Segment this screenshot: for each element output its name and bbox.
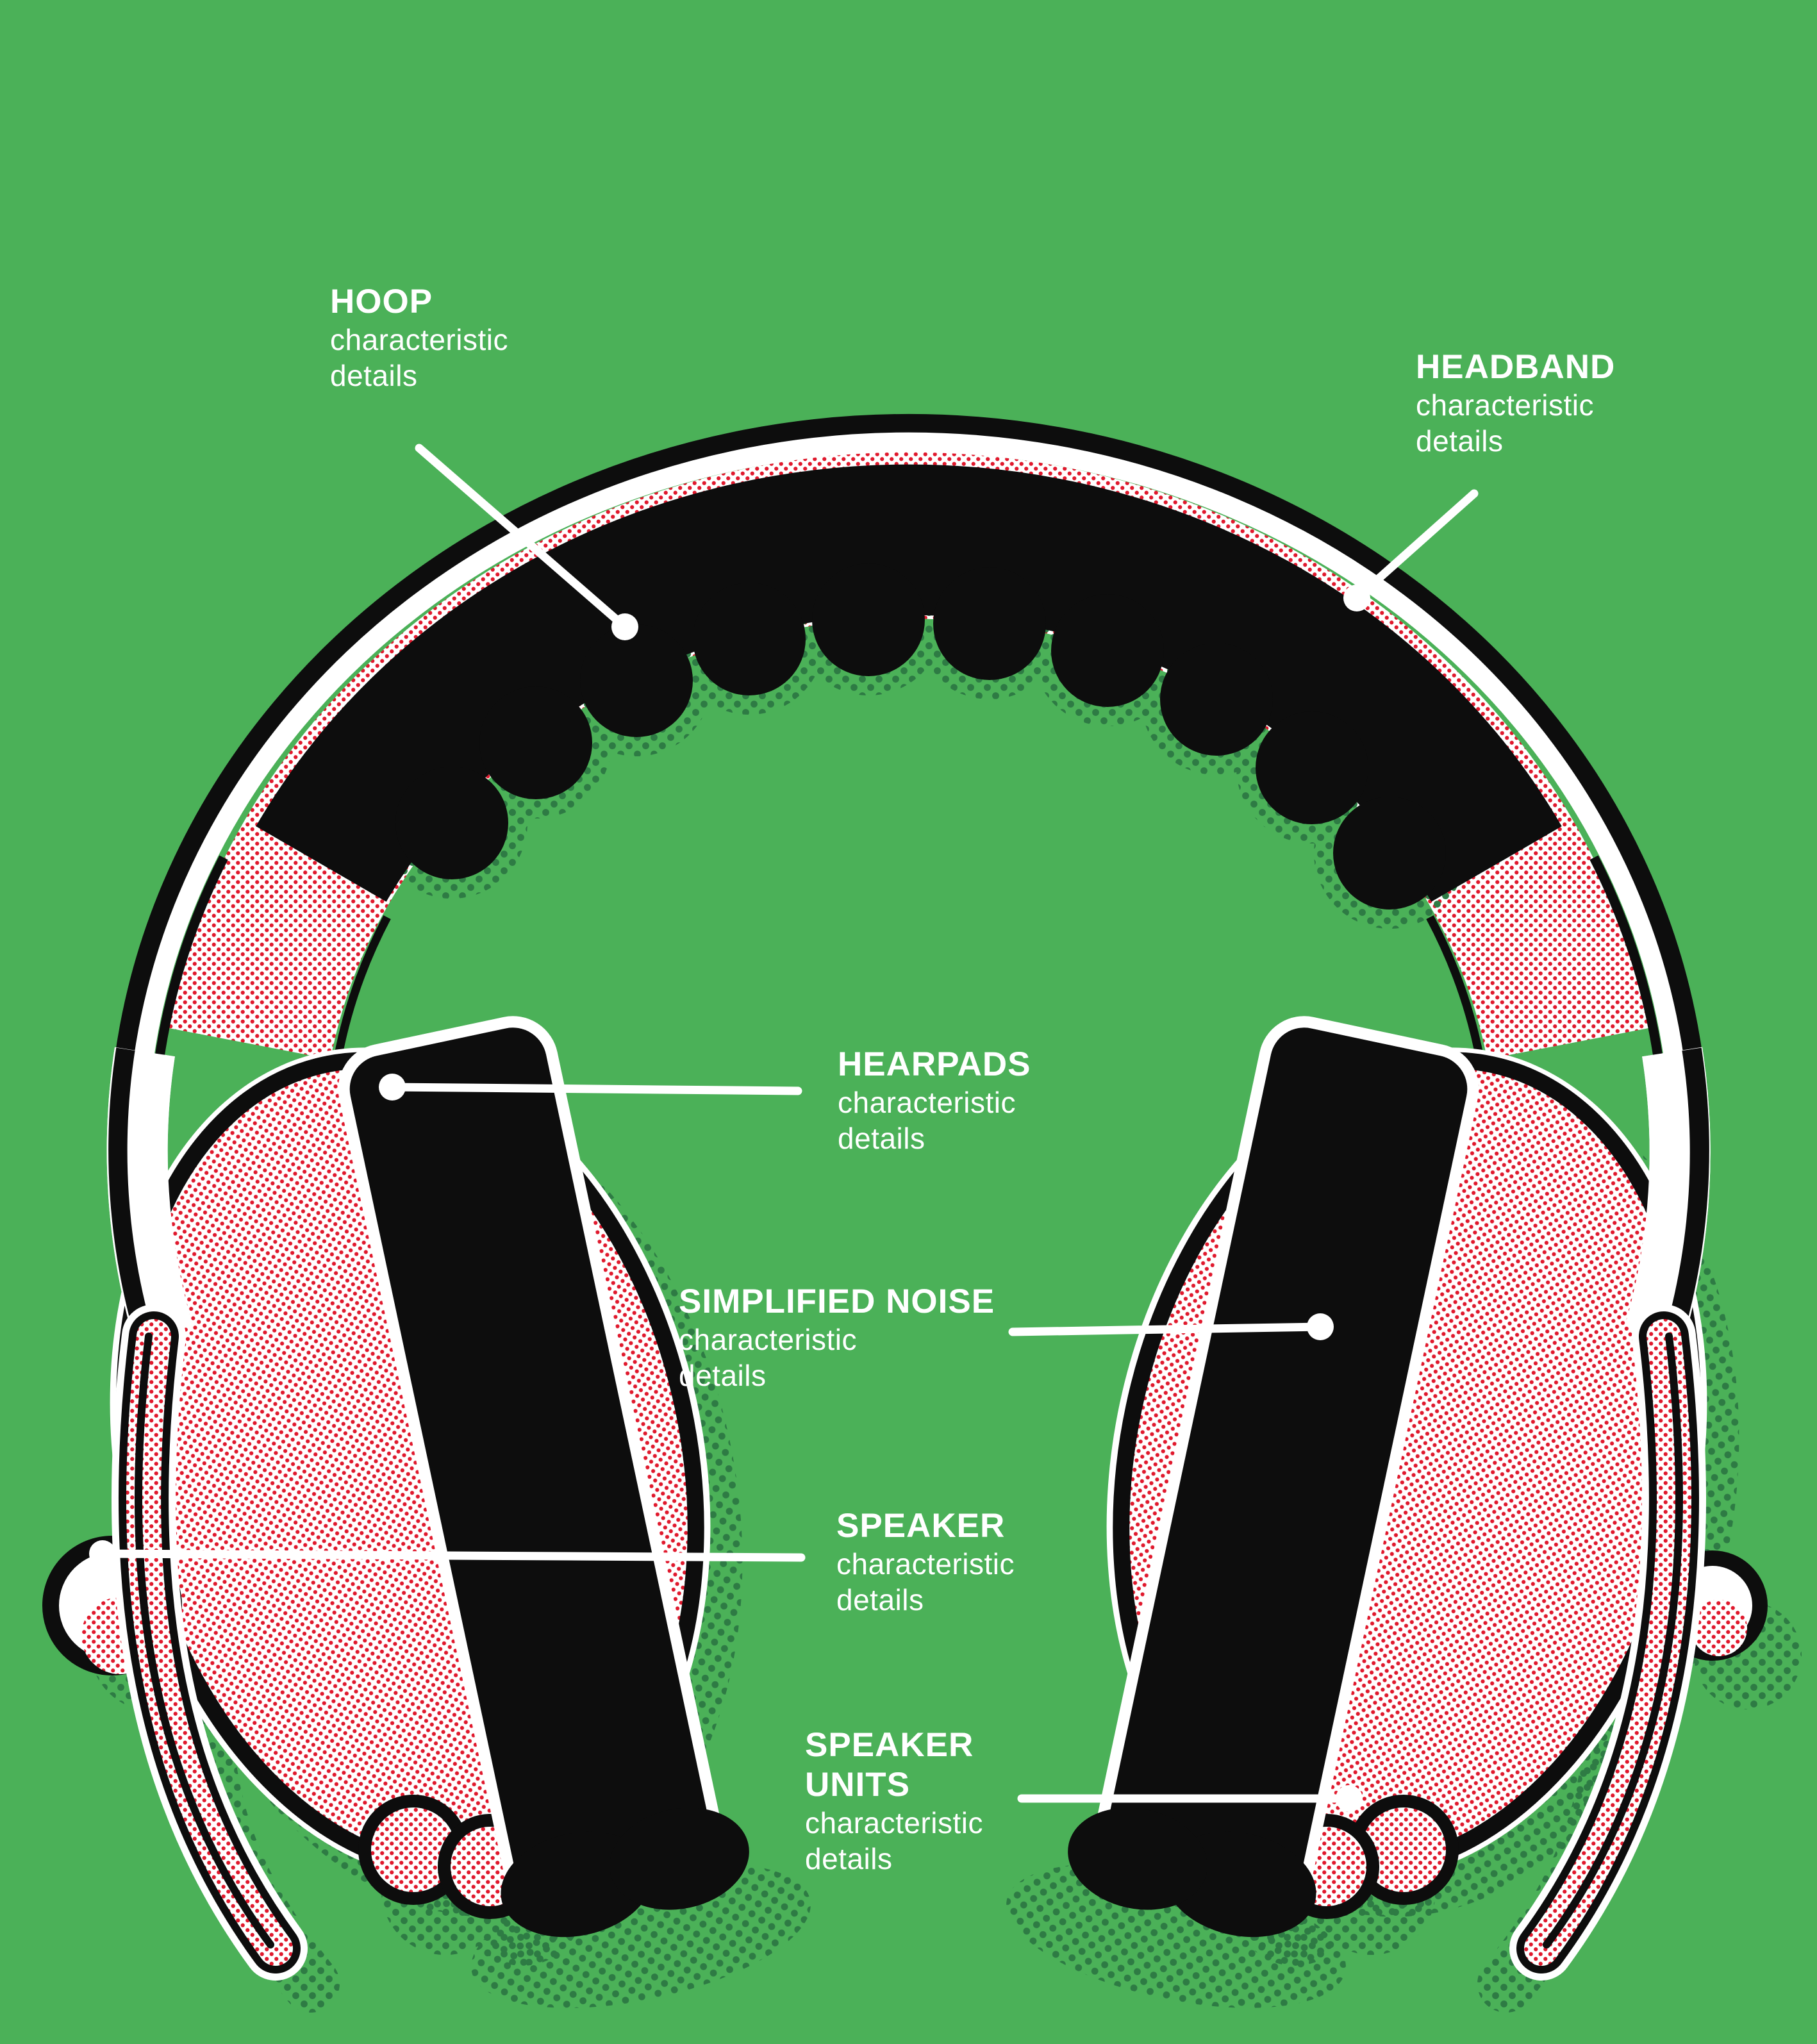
label-title: SPEAKER [836,1507,1006,1545]
label-title: HEARPADS [838,1045,1031,1083]
leader-line [415,444,629,631]
cushion-bumps [395,563,1446,910]
label-title: HEADBAND [1416,348,1616,386]
leader-dot [1336,1785,1363,1812]
leader-dot [1307,1313,1334,1340]
leader-lines [89,444,1479,1812]
label-speaker-units: SPEAKER UNITS characteristic details [805,1725,983,1877]
label-sub: characteristic [838,1086,1016,1119]
label-sub: details [679,1359,767,1392]
label-sub: characteristic [1416,388,1594,422]
hoop-overlay-left-band [127,1050,173,1337]
left-ear-cup [338,1016,749,1938]
label-sub: details [330,359,418,392]
label-sub: characteristic [330,323,508,356]
hoop-overlay-right-band [1645,1050,1690,1337]
cushion-bump [1160,643,1273,756]
headband-cushion [256,464,1562,902]
leader-speaker-units [1017,1785,1363,1812]
label-title: SIMPLIFIED NOISE [679,1283,995,1320]
label-hoop: HOOP characteristic details [330,282,508,394]
label-simplified-noise: SIMPLIFIED NOISE characteristic details [679,1282,995,1393]
label-headband: HEADBAND characteristic details [1416,347,1615,459]
leader-line [1008,1322,1325,1336]
cushion-bump [395,767,508,879]
cushion-bump [693,583,806,695]
knob-pad [1691,1600,1747,1656]
cushion-bump [479,686,592,799]
leader-headband [1343,489,1479,611]
label-title: UNITS [805,1766,910,1804]
label-title: SPEAKER [805,1726,974,1764]
leader-hoop [415,444,638,640]
hoop-white-band [127,432,1691,1337]
cushion-bump [1256,711,1368,824]
leader-dot [379,1074,406,1101]
right-cup-lobe [1068,1807,1207,1910]
leader-hearpads [379,1074,802,1101]
right-cable [1509,1304,1706,1981]
label-hearpads: HEARPADS characteristic details [838,1045,1031,1156]
label-sub: details [805,1842,893,1875]
label-sub: details [838,1122,925,1155]
label-sub: characteristic [805,1806,983,1840]
leader-dot [1343,585,1370,611]
leader-dot [611,613,638,640]
hoop-overlay-left-dark [108,1047,172,1342]
cushion-bump [1051,594,1164,707]
label-sub: characteristic [679,1323,857,1356]
leader-speaker [89,1540,806,1567]
cable-divider [1543,1333,1683,1948]
red-band-inner-edge-left [333,915,391,1059]
hoop-overlay-right-dark [1646,1047,1709,1342]
cushion-bump [1333,797,1446,910]
label-sub: details [1416,424,1504,458]
left-cup-lobe [610,1807,749,1910]
cable-divider [134,1333,274,1948]
cushion-bump [933,567,1046,680]
right-ear-cup [1068,1016,1479,1938]
leader-simplified-noise [1008,1313,1334,1340]
leader-line [98,1549,806,1562]
cushion-bump [812,563,925,676]
label-sub: details [836,1583,924,1616]
cushion-bump [580,624,693,737]
label-sub: characteristic [836,1547,1015,1581]
hoop-over-pads [106,1047,1711,1343]
leader-line [388,1083,802,1095]
leader-line [1352,489,1479,602]
label-speaker: SPEAKER characteristic details [836,1506,1015,1618]
leader-dot [89,1540,116,1567]
red-band-inner-edge-right [1426,915,1484,1059]
label-title: HOOP [330,283,433,320]
left-cable [112,1304,308,1981]
